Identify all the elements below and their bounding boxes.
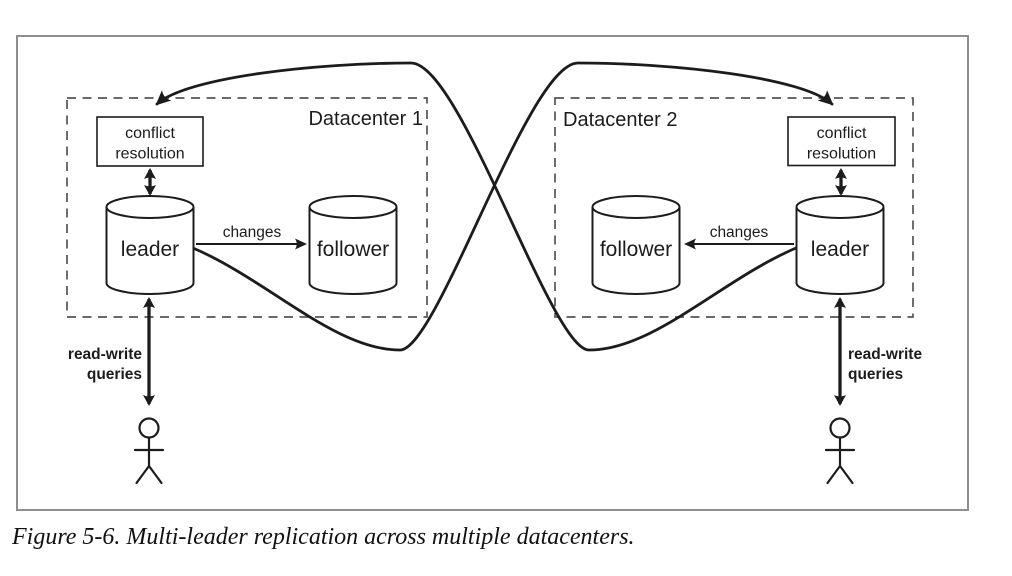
replication-curve-leader2-to-conflict1 [155,61,798,352]
leader-database-icon-dc2 [795,195,885,295]
datacenter1-dashed-box [66,97,428,318]
datacenter2-dashed-box [554,97,914,318]
conflict-resolution-box-dc2 [787,116,896,167]
follower-database-icon-dc2 [591,195,681,295]
datacenter1-title: Datacenter 1 [308,108,423,130]
follower-label-dc1: follower [317,238,389,261]
conflict-resolution-label-line2-dc2: resolution [807,146,876,163]
read-write-label-line1-dc2: read-write [848,346,922,363]
conflict-resolution-box-dc1 [96,116,204,167]
leader-database-icon-dc1 [105,195,195,295]
leader-label-dc2: leader [811,238,869,261]
changes-label-dc1: changes [223,224,282,241]
person-stick-figure-icon-left [133,417,165,485]
figure-caption: Figure 5-6. Multi-leader replication acr… [11,524,635,550]
datacenter2-title: Datacenter 2 [563,109,678,131]
changes-label-dc2: changes [710,224,769,241]
follower-label-dc2: follower [600,238,672,261]
conflict-resolution-label-line1-dc2: conflict [817,125,867,142]
read-write-label-line1-dc1: read-write [68,346,142,363]
conflict-resolution-label-line1-dc1: conflict [125,125,175,142]
read-write-label-line2-dc1: queries [87,366,142,383]
conflict-resolution-label-line2-dc1: resolution [115,146,184,163]
person-stick-figure-icon-right [824,417,856,485]
read-write-label-line2-dc2: queries [848,366,903,383]
replication-curve-leader1-to-conflict2 [191,61,834,352]
follower-database-icon-dc1 [308,195,398,295]
leader-label-dc1: leader [121,238,179,261]
